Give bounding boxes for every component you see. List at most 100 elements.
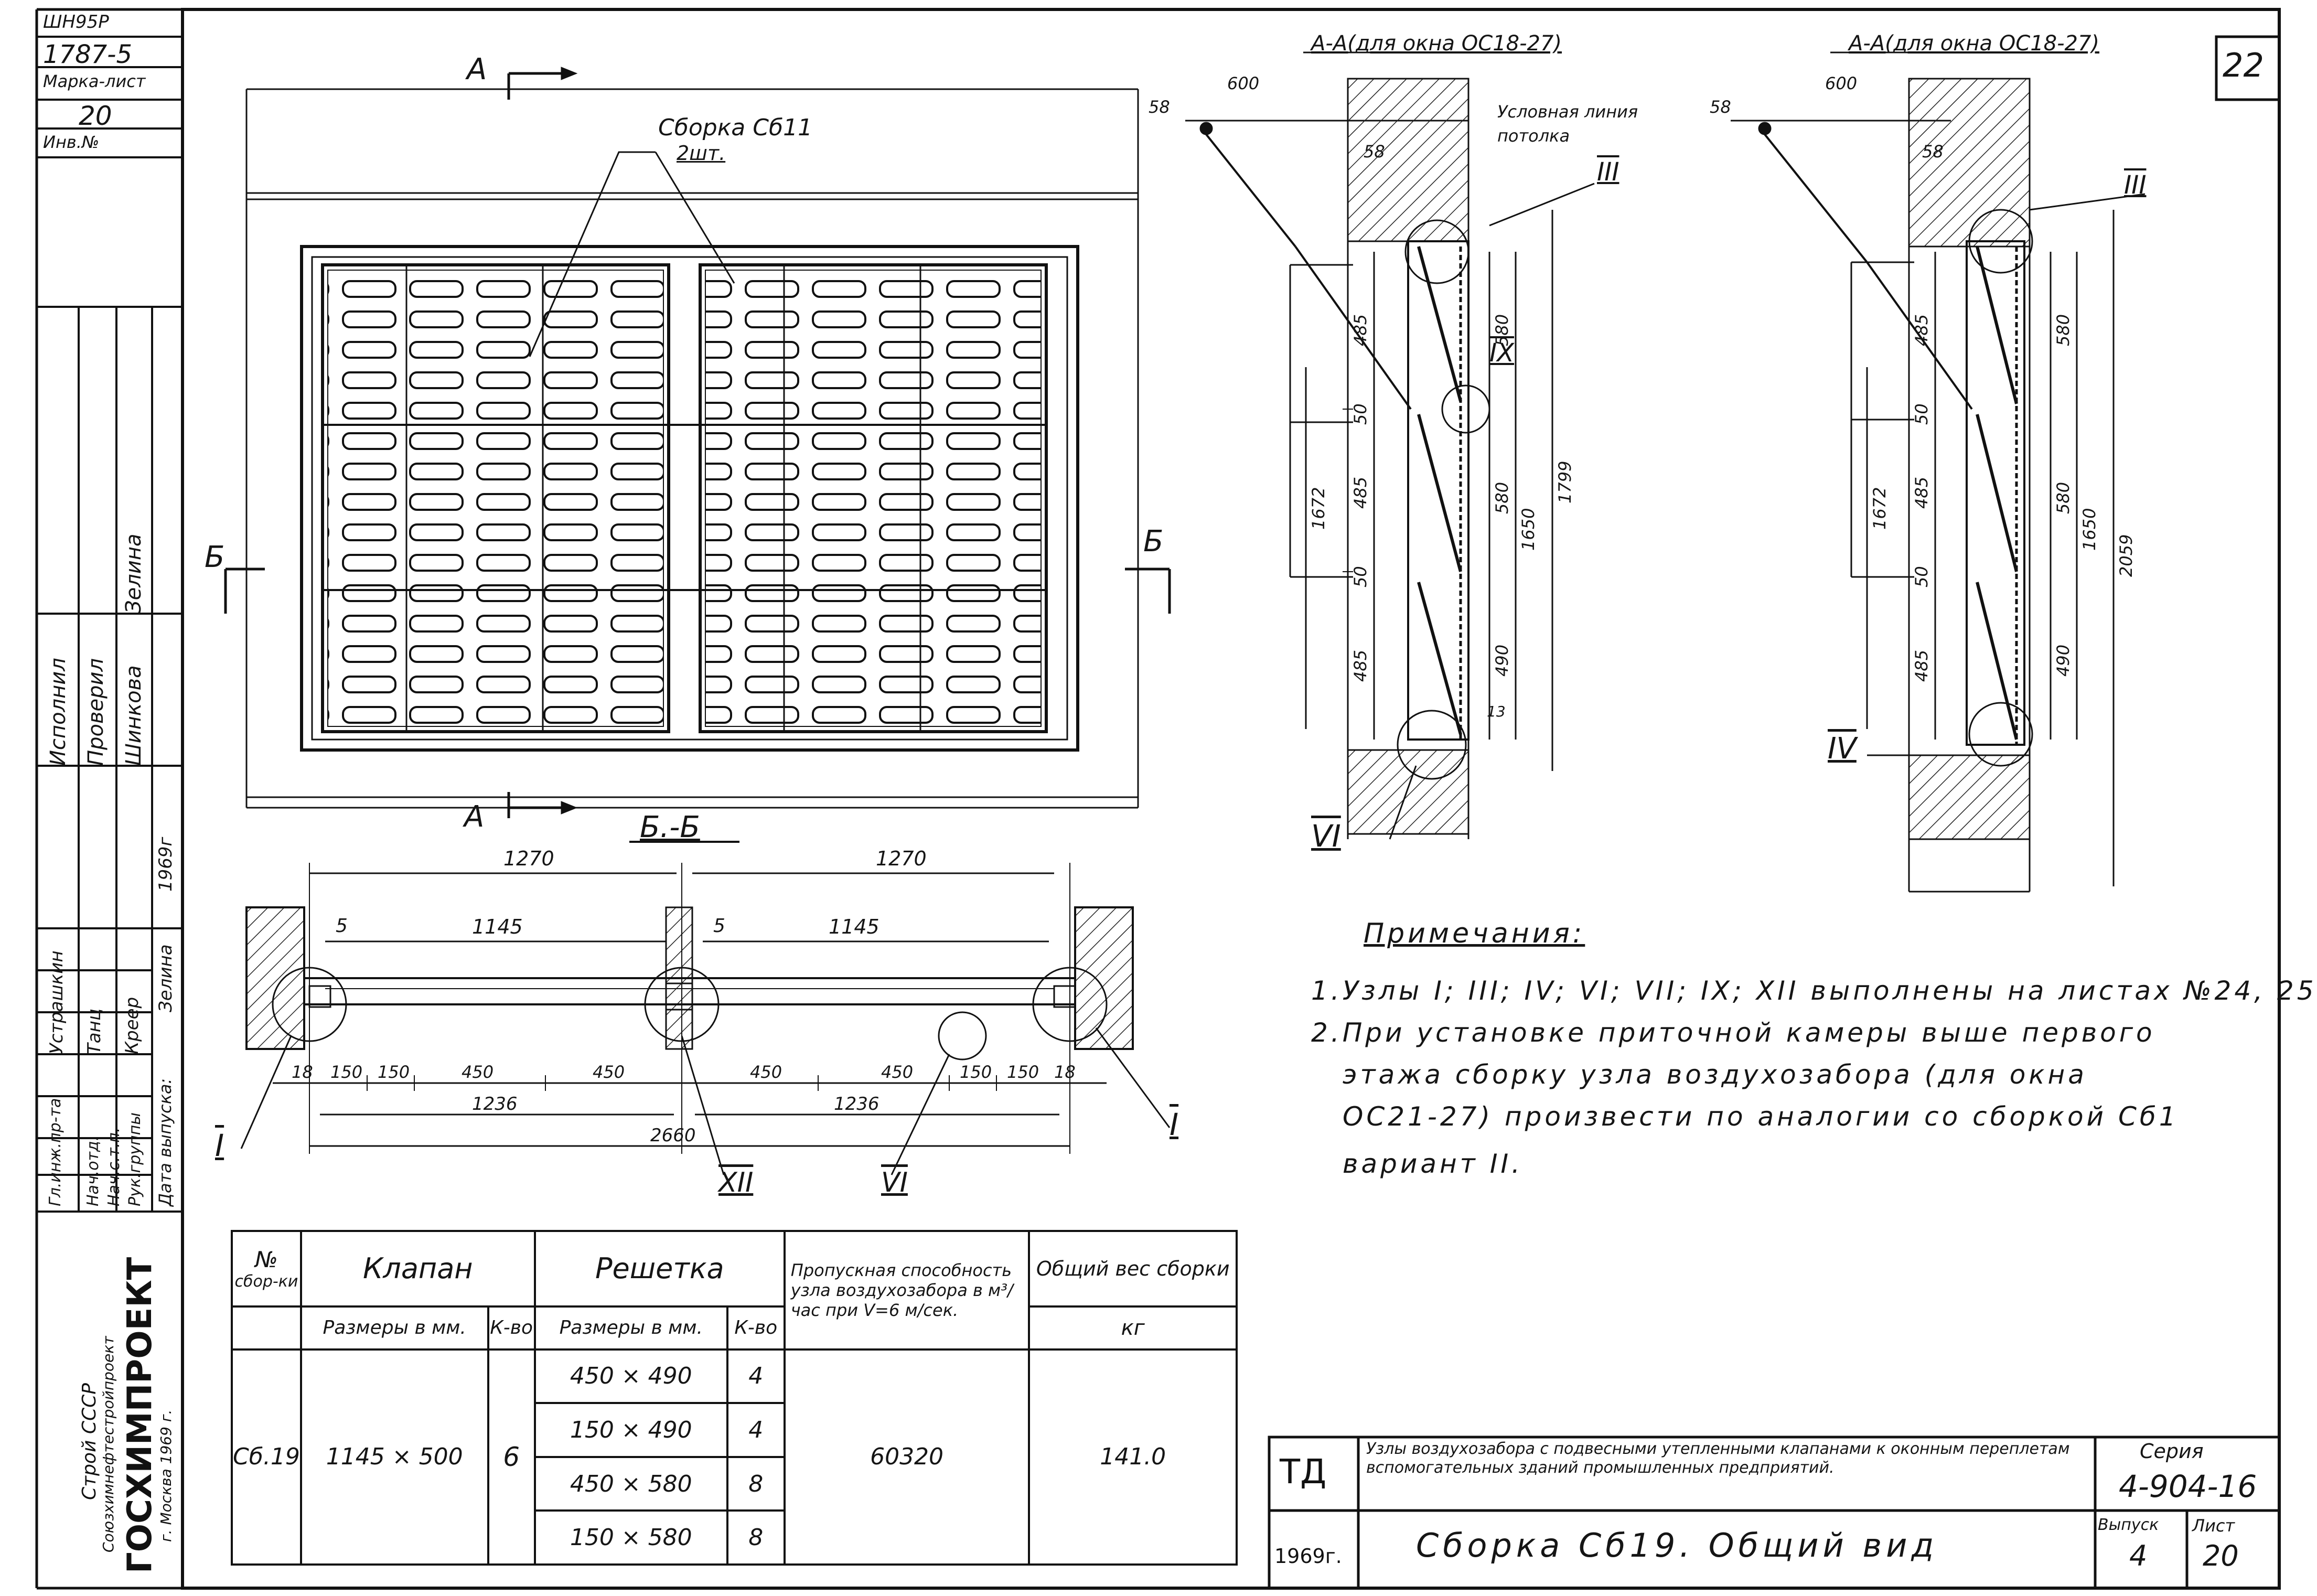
aa-right-dim-490: 490 <box>2053 644 2073 677</box>
bb-dim-2660: 2660 <box>650 1125 696 1146</box>
aa-right-dim-580-a: 580 <box>2053 314 2073 346</box>
spec-header-unit: кг <box>1028 1305 1238 1351</box>
plan-assembly-label: Сборка Сб11 <box>658 114 813 141</box>
aa-right-dim-58-b: 58 <box>1922 142 1944 162</box>
notes-line-5: вариант II. <box>1343 1149 1524 1179</box>
title-block-issue-label: Выпуск <box>2098 1516 2159 1534</box>
bb-dim-1270-right: 1270 <box>876 847 927 870</box>
stamp-year-small: 1969г <box>155 837 176 892</box>
title-block-year: 1969г. <box>1274 1545 1342 1568</box>
spec-cell-weight: 141.0 <box>1028 1348 1238 1566</box>
aa-left-dim-50-a: 50 <box>1350 403 1370 425</box>
plan-section-a-bottom: А <box>464 800 485 834</box>
aa-right-node-iii: III <box>2124 170 2147 200</box>
aa-right-dim-1650: 1650 <box>2079 508 2099 551</box>
notes-line-2: 2.При установке приточной камеры выше пе… <box>1311 1017 2155 1048</box>
aa-left-dim-485-c: 485 <box>1350 649 1370 682</box>
stamp-name-zelina-2: Зелина <box>155 944 176 1012</box>
bb-node-xii: XII <box>718 1167 754 1198</box>
stamp-role-group-head: Рук.группы <box>126 1112 144 1206</box>
section-bb-title: Б.-Б <box>640 810 700 844</box>
bb-dim-150-b: 150 <box>378 1062 410 1082</box>
title-block-issue-value: 4 <box>2129 1539 2148 1572</box>
bb-dim-1236-left: 1236 <box>472 1094 518 1115</box>
aa-right-dim-50-b: 50 <box>1912 566 1932 587</box>
notes-line-4: ОС21-27) произвести по аналогии со сборк… <box>1343 1101 2179 1132</box>
spec-header-capacity: Пропускная способность узла воздухозабор… <box>783 1230 1031 1351</box>
aa-right-dim-485-a: 485 <box>1912 314 1932 346</box>
stamp-role-tech-head: Нач.с.т.п. <box>105 1127 123 1206</box>
spec-cell-capacity: 60320 <box>783 1348 1031 1566</box>
bb-dim-150-d: 150 <box>1007 1062 1039 1082</box>
spec-cell-grille-size: 450 × 580 <box>533 1455 728 1512</box>
bb-dim-1236-right: 1236 <box>834 1094 879 1115</box>
aa-left-node-iii: III <box>1597 157 1619 187</box>
side-stamp-grid <box>37 36 183 1213</box>
title-block-description: Узлы воздухозабора с подвесными утепленн… <box>1366 1440 2070 1477</box>
aa-right-dim-2059: 2059 <box>2116 534 2136 577</box>
section-aa-left <box>1185 51 1595 840</box>
title-block-series-value: 4-904-16 <box>2119 1469 2257 1504</box>
aa-left-dim-50-b: 50 <box>1350 566 1370 587</box>
aa-left-dim-485-b: 485 <box>1350 476 1370 509</box>
section-bb <box>240 841 1171 1175</box>
plan-section-a-top: А <box>467 52 487 87</box>
bb-dim-450-c: 450 <box>750 1062 782 1082</box>
aa-left-node-ix: IX <box>1489 338 1515 368</box>
plan-section-b-left: Б <box>205 540 225 574</box>
aa-left-dim-485-a: 485 <box>1350 314 1370 346</box>
bb-dim-1270-left: 1270 <box>503 847 554 870</box>
title-block-series-label: Серия <box>2140 1440 2204 1463</box>
bb-dim-1145-left: 1145 <box>472 915 523 938</box>
aa-left-dim-1672: 1672 <box>1308 487 1328 530</box>
notes-heading: Примечания: <box>1364 918 1585 949</box>
aa-right-title: А-А(для окна ОС18-27) <box>1849 31 2100 56</box>
stamp-project-number: 1787-5 <box>43 40 133 69</box>
aa-left-dim-1799: 1799 <box>1555 460 1575 504</box>
spec-cell-valve-size: 1145 × 500 <box>299 1348 489 1566</box>
spec-header-valve-qty: К-во <box>487 1305 536 1351</box>
spec-cell-assembly: Сб.19 <box>231 1348 302 1566</box>
title-block-sheet-title: Сборка Сб19. Общий вид <box>1416 1526 1938 1565</box>
plan-section-b-right: Б <box>1143 524 1164 559</box>
spec-header-valve: Клапан <box>299 1230 536 1308</box>
aa-right-dim-600: 600 <box>1825 73 1858 93</box>
stamp-name-tants: Танц <box>84 1009 105 1054</box>
aa-right-dim-50-a: 50 <box>1912 403 1932 425</box>
plan-assembly-qty: 2шт. <box>677 142 726 165</box>
spec-cell-valve-qty: 6 <box>487 1348 536 1566</box>
aa-left-dim-1650: 1650 <box>1518 508 1538 551</box>
aa-right-dim-485-b: 485 <box>1912 476 1932 509</box>
aa-right-dim-58-a: 58 <box>1710 97 1731 117</box>
title-block-sheet-label: Лист <box>2192 1516 2235 1536</box>
stamp-name-kreer: Креер <box>122 997 143 1054</box>
spec-header-grille-qty: К-во <box>726 1305 786 1351</box>
spec-cell-grille-qty: 4 <box>726 1348 786 1405</box>
spec-cell-grille-qty: 8 <box>726 1455 786 1512</box>
bb-dim-1145-right: 1145 <box>829 915 879 938</box>
aa-left-dim-58-a: 58 <box>1149 97 1170 117</box>
bb-dim-5-right: 5 <box>713 915 725 937</box>
spec-cell-grille-size: 150 × 490 <box>533 1402 728 1458</box>
spec-header-grille: Решетка <box>533 1230 786 1308</box>
bb-dim-18-left: 18 <box>292 1062 313 1082</box>
bb-dim-18-right: 18 <box>1054 1062 1076 1082</box>
aa-right-dim-1672: 1672 <box>1870 487 1890 530</box>
aa-right-dim-485-c: 485 <box>1912 649 1932 682</box>
stamp-role-dept-head: Нач.отд. <box>84 1136 102 1206</box>
bb-dim-450-a: 450 <box>462 1062 494 1082</box>
spec-cell-grille-qty: 4 <box>726 1402 786 1458</box>
stamp-name-zelina: Зелина <box>122 533 146 614</box>
stamp-org-main: ГОСХИМПРОЕКТ <box>121 1257 159 1573</box>
sheet-corner-number: 22 <box>2223 46 2264 84</box>
spec-header-weight: Общий вес сборки <box>1028 1230 1238 1308</box>
aa-left-title: А-А(для окна ОС18-27) <box>1311 31 1562 56</box>
bb-node-i-right: I <box>1170 1107 1179 1142</box>
bb-dim-450-b: 450 <box>593 1062 625 1082</box>
bb-node-i-left: I <box>215 1128 224 1163</box>
stamp-mark-value: 20 <box>79 101 112 131</box>
notes-line-1: 1.Узлы I; III; IV; VI; VII; IX; XII выпо… <box>1311 976 2317 1006</box>
stamp-role-checked: Проверил <box>84 658 108 766</box>
